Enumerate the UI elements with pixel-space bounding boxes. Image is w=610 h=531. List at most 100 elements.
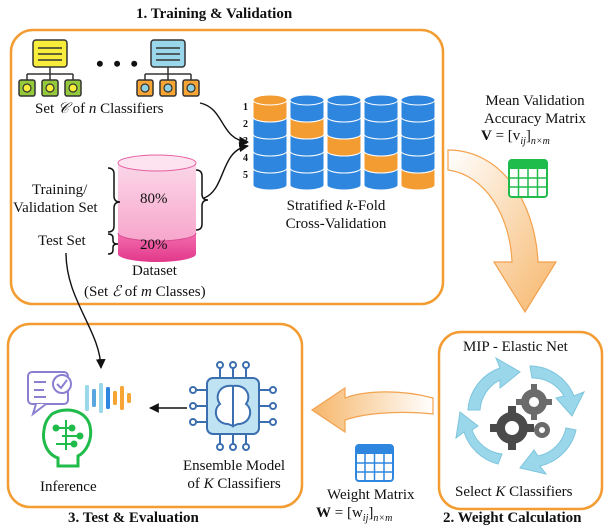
kfold-cylinders xyxy=(252,94,436,191)
fold-segment xyxy=(363,150,399,174)
fold-segment xyxy=(400,99,436,123)
signal-bar xyxy=(92,389,96,407)
fold-segment xyxy=(400,116,436,140)
ensemble-label-suffix: Classifiers xyxy=(213,476,281,492)
arrow-testset-to-inference xyxy=(65,252,106,369)
fold-segment xyxy=(252,99,288,123)
accuracy-matrix-line2: Accuracy Matrix xyxy=(483,111,587,127)
training-set-label-line2: Validation Set xyxy=(13,200,98,216)
accuracy-matrix-icon xyxy=(508,159,548,198)
ensemble-label-line1: Ensemble Model xyxy=(182,458,286,474)
dataset-desc-m: m xyxy=(141,284,152,300)
section-title-training: 1. Training & Validation xyxy=(136,6,293,22)
fold-segment xyxy=(289,133,325,157)
classifier-tree-icon-yellow xyxy=(18,39,82,97)
inference-label: Inference xyxy=(40,479,97,495)
fold-segment xyxy=(326,150,362,174)
mip-select-label: Select K Classifiers xyxy=(455,484,573,501)
fold-number: 2 xyxy=(243,119,248,130)
fold-segment-top xyxy=(400,94,436,106)
signal-bar xyxy=(120,386,124,410)
mip-cycle-arrows-icon xyxy=(455,356,586,475)
classifiers-n: n xyxy=(88,101,97,117)
ensemble-label-line2: of K Classifiers xyxy=(174,476,294,493)
fold-segment xyxy=(252,167,288,191)
classifiers-label-of: of xyxy=(68,101,89,117)
arrow-classifiers-to-kfold xyxy=(199,102,249,147)
training-set-label-line1: Training/ xyxy=(32,182,88,198)
weight-matrix-symbol: W xyxy=(316,505,331,521)
weight-calculation-box xyxy=(437,330,604,511)
signal-bar xyxy=(113,391,117,405)
weight-matrix-formula-text: = [w xyxy=(331,505,363,521)
accuracy-matrix-formula: V = [vij]n×m xyxy=(481,128,550,147)
fold-segment xyxy=(326,167,362,191)
mip-select-prefix: Select xyxy=(455,484,496,500)
fold-number: 4 xyxy=(243,153,248,164)
weight-matrix-sub: ij xyxy=(362,513,369,524)
fold-segment xyxy=(400,167,436,191)
classifier-ellipsis: • • • xyxy=(96,51,141,76)
fold-segment-top xyxy=(252,94,288,106)
dataset-description: (Set ℰ of m Classes) xyxy=(84,282,206,301)
big-arrow-to-mip xyxy=(447,149,558,314)
signal-bar xyxy=(85,385,89,411)
fold-segment xyxy=(400,150,436,174)
accuracy-matrix-symbol: V xyxy=(481,128,492,144)
signal-bar xyxy=(106,387,110,409)
dataset-cylinder xyxy=(117,154,197,262)
accuracy-matrix-dims: n×m xyxy=(530,136,550,147)
fold-segment-top xyxy=(363,94,399,106)
ensemble-brain-chip-icon xyxy=(189,361,277,451)
kfold-label-k: k xyxy=(346,198,353,214)
classifier-tree-icon-blue xyxy=(136,39,200,97)
accuracy-matrix-formula-end: ] xyxy=(525,128,531,144)
weight-matrix-dims: n×m xyxy=(373,513,393,524)
kfold-label-pre: Stratified xyxy=(286,198,347,214)
dataset-desc-prefix: (Set xyxy=(84,284,112,300)
fold-segment xyxy=(363,167,399,191)
fold-number: 5 xyxy=(243,170,248,181)
test-brace xyxy=(107,233,119,255)
fold-segment xyxy=(326,99,362,123)
accuracy-matrix-formula-text: = [v xyxy=(491,128,521,144)
fold-segment xyxy=(363,116,399,140)
document-check-icon xyxy=(27,371,72,417)
fold-segment xyxy=(252,150,288,174)
train-brace xyxy=(107,167,121,233)
fold-segment xyxy=(326,116,362,140)
fold-segment xyxy=(400,133,436,157)
train-right-brace xyxy=(195,169,209,231)
weight-matrix-line1: Weight Matrix xyxy=(327,487,415,503)
fold-segment xyxy=(289,150,325,174)
signal-bar xyxy=(127,393,131,403)
dataset-desc-symbol: ℰ xyxy=(111,284,122,300)
dataset-name: Dataset xyxy=(132,263,177,279)
fold-segment xyxy=(289,167,325,191)
mip-title: MIP - Elastic Net xyxy=(463,339,568,355)
test-evaluation-box xyxy=(6,322,304,509)
section-title-weight: 2. Weight Calculation xyxy=(443,510,582,526)
fold-segment xyxy=(252,133,288,157)
ai-head-icon xyxy=(42,408,93,468)
fold-number: 1 xyxy=(243,102,248,113)
fold-segment xyxy=(363,133,399,157)
training-validation-box xyxy=(9,28,445,306)
ensemble-label-k: K xyxy=(203,476,214,492)
fold-segment xyxy=(252,116,288,140)
classifiers-set-symbol: 𝒞 xyxy=(57,101,69,117)
classifiers-label-suffix: Classifiers xyxy=(96,101,164,117)
kfold-label-line2: Cross-Validation xyxy=(285,216,387,232)
big-arrow-to-ensemble xyxy=(310,386,434,434)
fold-number: 3 xyxy=(243,136,248,147)
fold-segment xyxy=(289,99,325,123)
kfold-label-line1: Stratified k-Fold xyxy=(274,198,398,215)
dataset-desc-suffix: Classes) xyxy=(151,284,206,300)
test-percentage: 20% xyxy=(140,237,168,253)
signal-bars-icon xyxy=(85,383,131,413)
fold-segment xyxy=(289,116,325,140)
signal-bar xyxy=(99,383,103,413)
fold-segment-top xyxy=(326,94,362,106)
mip-select-suffix: Classifiers xyxy=(505,484,573,500)
